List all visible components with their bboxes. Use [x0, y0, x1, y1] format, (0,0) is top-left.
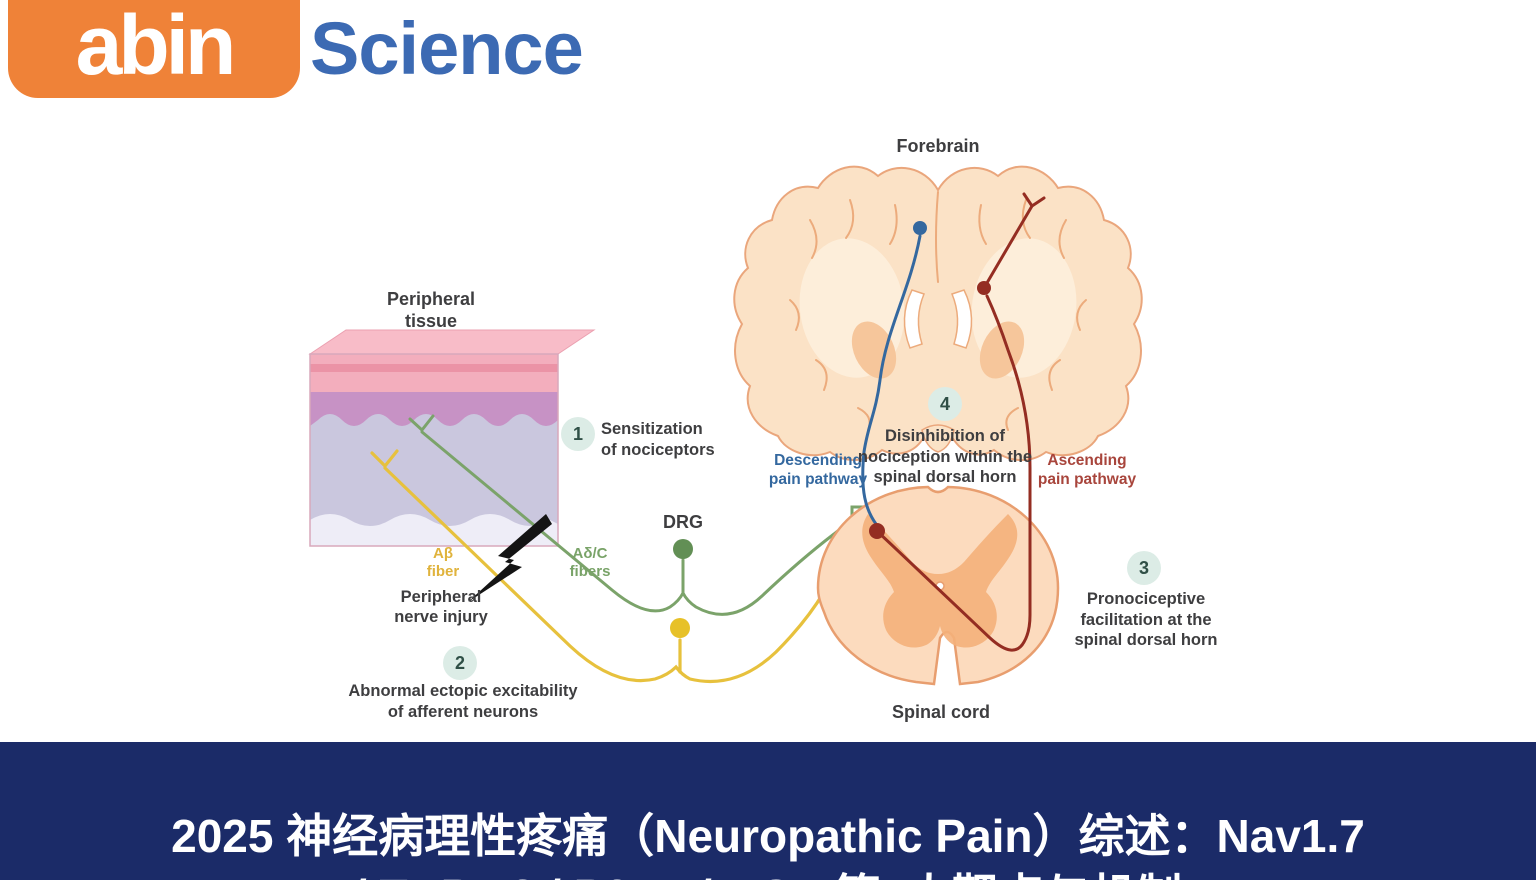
logo-science-text: Science [310, 7, 584, 90]
label-adc-fibers: Aδ/C fibers [569, 545, 611, 581]
logo-abin-box: abin [8, 0, 300, 98]
step-1-text: Sensitization of nociceptors [601, 420, 715, 459]
title-banner: 2025 神经病理性疼痛（Neuropathic Pain）综述：Nav1.7 … [0, 742, 1536, 880]
banner-title-line1: 2025 神经病理性疼痛（Neuropathic Pain）综述：Nav1.7 [171, 810, 1365, 862]
label-ab-fiber: Aβ fiber [426, 545, 460, 581]
label-descending-pathway: Descending pain pathway [768, 452, 868, 488]
label-peripheral-nerve-injury: Peripheral nerve injury [394, 588, 488, 627]
step-2-text: Abnormal ectopic excitability of afferen… [348, 682, 578, 721]
tissue-block [308, 329, 596, 547]
descending-path [861, 221, 927, 526]
brand-logo: abin Science [8, 0, 584, 98]
logo-abin-text: abin [75, 0, 237, 92]
label-ascending-pathway: Ascending pain pathway [1037, 452, 1137, 488]
label-spinal-cord: Spinal cord [891, 702, 990, 722]
spinal-cord-illustration [816, 485, 1060, 686]
label-forebrain: Forebrain [896, 136, 980, 156]
label-drg: DRG [663, 512, 703, 532]
ascending-path [869, 192, 1046, 652]
label-peripheral-tissue: Peripheral tissue [386, 289, 476, 331]
step-2-badge: 2 [443, 646, 477, 680]
lightning-bolt-icon [468, 514, 552, 602]
step-3-badge: 3 [1127, 551, 1161, 585]
step-4-text: Disinhibition of nociception within the … [857, 427, 1033, 487]
brain-illustration [733, 165, 1143, 461]
step-3-text: Pronociceptive facilitation at the spina… [1074, 590, 1218, 650]
step-4-badge: 4 [928, 387, 962, 421]
step-1-badge: 1 [561, 417, 595, 451]
banner-title-line2: / TRPM8 / P2X7 / NGF 等7大靶点与机制 [0, 860, 1536, 880]
